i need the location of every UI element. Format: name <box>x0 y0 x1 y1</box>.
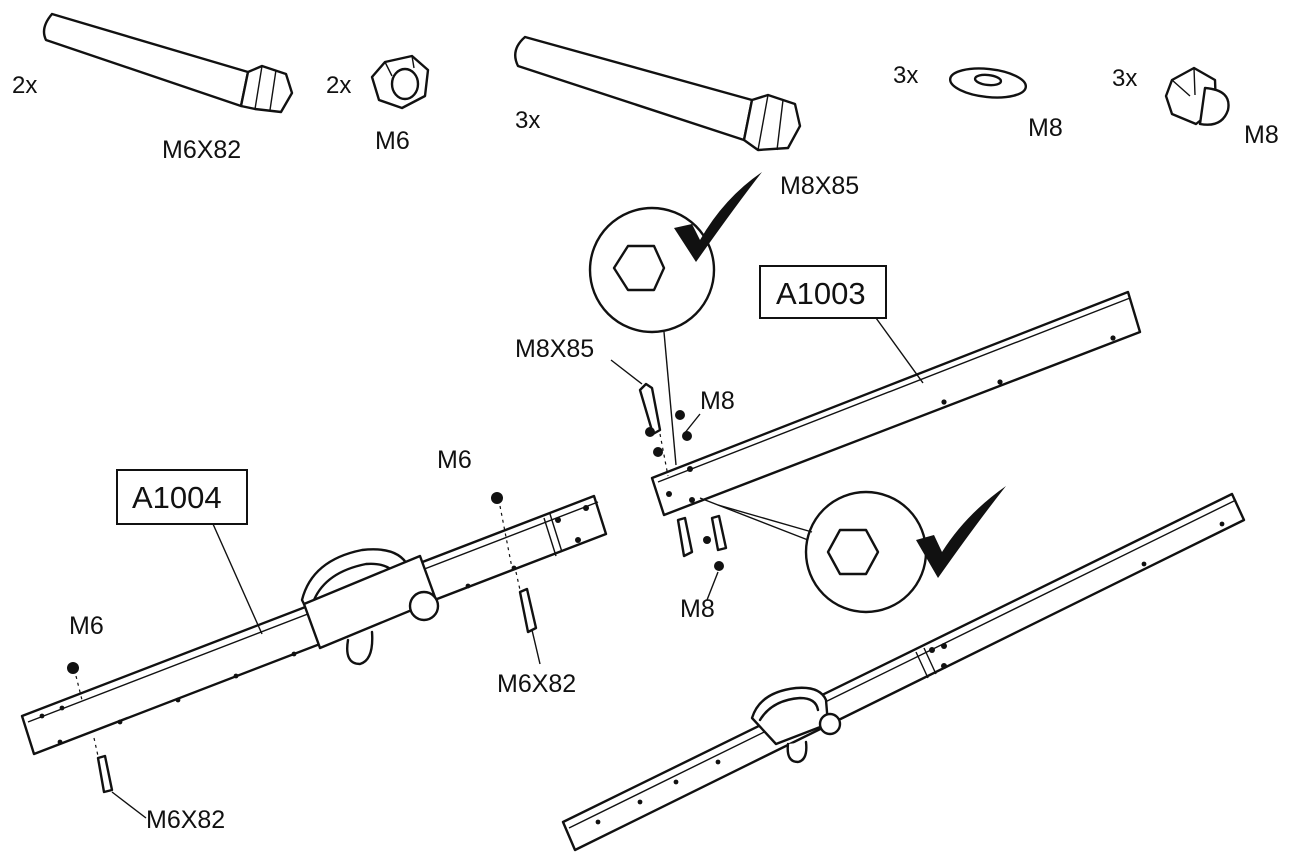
bolt-m8x85-hardware: 3x M8X85 <box>514 35 859 200</box>
label-m8x85-callout: M8X85 <box>515 335 594 363</box>
zoom-callout-lower <box>699 490 928 614</box>
checkmark-lower-icon <box>916 486 1006 578</box>
nut-m6-label: M6 <box>375 127 410 155</box>
label-m6x82-center-callout: M6X82 <box>497 670 576 698</box>
part-label-a1004: A1004 <box>116 469 263 635</box>
bolt-m8-label: M8X85 <box>780 172 859 200</box>
cap-nut-m8-label: M8 <box>1244 121 1279 149</box>
bolt-m6x82-center <box>515 571 541 665</box>
svg-text:A1004: A1004 <box>132 480 222 515</box>
nut-m6-qty: 2x <box>326 72 351 99</box>
washer-m8-label: M8 <box>1028 114 1063 142</box>
hex-upper-icon <box>612 244 666 292</box>
bolt-m6-label: M6X82 <box>162 136 241 164</box>
label-m8-lower-callout: M8 <box>680 595 715 623</box>
tube-a1004 <box>20 494 608 756</box>
washer-m8-hardware: 3x M8 <box>893 62 1063 142</box>
washer-m8-qty: 3x <box>893 62 918 89</box>
bolt-m6-qty: 2x <box>12 72 37 99</box>
label-m6-left-callout: M6 <box>69 612 104 640</box>
bolt-m6x82-hardware: 2x M6X82 <box>12 12 294 164</box>
tube-lower-right <box>561 492 1246 852</box>
bolt-m8-qty: 3x <box>515 107 540 134</box>
cap-nut-m8-hardware: 3x M8 <box>1112 65 1279 149</box>
hex-lower-icon <box>826 528 880 576</box>
nut-m6-center <box>491 492 513 569</box>
nut-m6-left <box>67 662 83 701</box>
bolt-m8x85-lower <box>676 514 728 601</box>
bolt-m8x85-upper <box>610 359 701 477</box>
label-m8-upper-callout: M8 <box>700 387 735 415</box>
label-m6-center-callout: M6 <box>437 446 472 474</box>
svg-text:A1003: A1003 <box>776 276 866 311</box>
checkmark-upper-icon <box>674 172 762 262</box>
bolt-m6x82-bottom <box>93 737 147 819</box>
tube-a1003 <box>650 290 1142 517</box>
label-m6x82-bottom-callout: M6X82 <box>146 806 225 834</box>
cap-nut-m8-qty: 3x <box>1112 65 1137 92</box>
part-label-a1003: A1003 <box>759 265 924 384</box>
nut-m6-hardware: 2x M6 <box>326 54 430 155</box>
